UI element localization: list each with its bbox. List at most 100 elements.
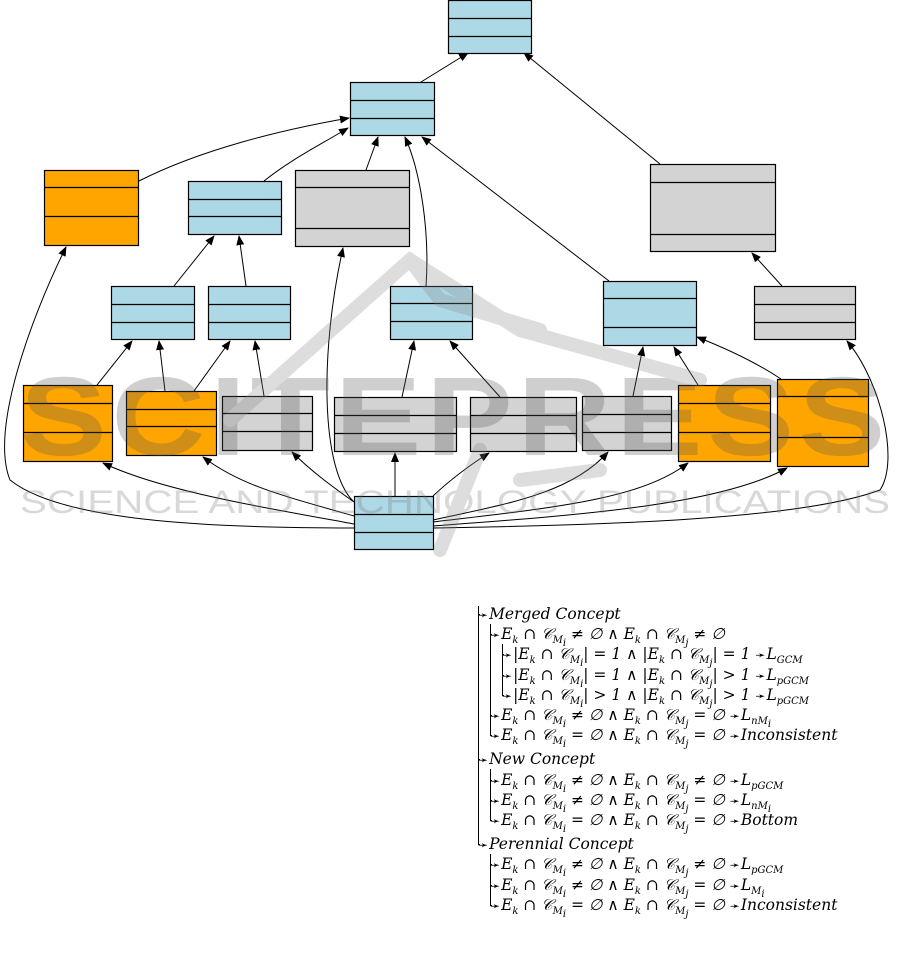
- edge-l5-to-n8: [449, 340, 501, 398]
- edge-hub-to-n4: [326, 247, 355, 503]
- concept-box: [389, 285, 474, 341]
- edge-hub-to-l5: [432, 452, 490, 497]
- edge-hub-to-n2: [4, 246, 355, 529]
- concept-node-n5: [649, 163, 777, 253]
- concept-node-n8: [389, 285, 474, 341]
- tree-branch-line: [478, 606, 479, 845]
- tree-condition: ➛Ek ∩ 𝒞Mi ≠ ∅ ∧ Ek ∩ 𝒞Mj = ∅ ➛LnMi: [490, 706, 772, 731]
- concept-box: [753, 285, 857, 341]
- tree-connector: [502, 694, 504, 696]
- concept-node-n4: [294, 169, 411, 248]
- nodes-layer: [22, 0, 870, 551]
- concept-box: [110, 285, 196, 341]
- tree-condition: ➛Ek ∩ 𝒞Mi ≠ ∅ ∧ Ek ∩ 𝒞Mj ≠ ∅ ➛LpGCM: [490, 770, 784, 795]
- watermark-shape: [223, 251, 707, 557]
- watermark-main: SCITEPRESS: [20, 354, 890, 479]
- tree-connector: [502, 654, 504, 656]
- edge-l3-to-n7: [252, 340, 265, 397]
- concept-box: [43, 169, 140, 247]
- arrow-icon: ➛: [490, 814, 501, 828]
- tree-branch-line: [490, 769, 491, 820]
- concept-box: [776, 378, 870, 468]
- concept-node-l4: [333, 396, 458, 453]
- edge-l4-to-n8: [401, 340, 417, 398]
- tree-subcondition: ➛|Ek ∩ 𝒞Mi| > 1 ∧ |Ek ∩ 𝒞Mj| > 1 ➛LpGCM: [502, 685, 810, 710]
- concept-box: [602, 280, 698, 347]
- tree-group-new-concept: ➛New Concept: [478, 750, 596, 769]
- tree-condition: ➛Ek ∩ 𝒞Mi = ∅ ∧ Ek ∩ 𝒞Mj = ∅ ➛Inconsiste…: [490, 726, 838, 751]
- tree-condition: ➛Ek ∩ 𝒞Mi = ∅ ∧ Ek ∩ 𝒞Mj = ∅ ➛Inconsiste…: [490, 895, 838, 920]
- concept-node-n6: [110, 285, 196, 341]
- tree-condition: ➛Ek ∩ 𝒞Mi ≠ ∅ ∧ Ek ∩ 𝒞Mj ≠ ∅: [490, 625, 725, 650]
- edge-hub-to-l3: [291, 451, 355, 503]
- edge-n3-to-n1: [263, 127, 349, 182]
- arrow-icon: ➛: [490, 878, 501, 893]
- tree-condition: ➛Ek ∩ 𝒞Mi ≠ ∅ ∧ Ek ∩ 𝒞Mj = ∅ ➛LMi: [490, 875, 765, 900]
- concept-node-l6: [581, 395, 673, 452]
- watermark-sub: SCIENCE AND TECHNOLOGY PUBLICATIONS: [20, 484, 890, 520]
- tree-connector: [490, 799, 492, 801]
- edge-l1-to-n6: [96, 340, 133, 386]
- arrow-icon: ➛: [502, 668, 513, 683]
- concept-box: [469, 396, 578, 453]
- tree-connector: [490, 864, 492, 866]
- tree-condition: ➛Ek ∩ 𝒞Mi = ∅ ∧ Ek ∩ 𝒞Mj = ∅ ➛Bottom: [490, 811, 799, 836]
- concept-box: [677, 384, 772, 463]
- concept-box: [353, 495, 435, 551]
- arrow-icon: ➛: [490, 628, 501, 643]
- tree-condition: ➛Ek ∩ 𝒞Mi ≠ ∅ ∧ Ek ∩ 𝒞Mj = ∅ ➛LnMi: [490, 790, 772, 815]
- tree-connector: [490, 884, 492, 886]
- tree-connector: [490, 904, 492, 906]
- arrow-icon: ➛: [502, 648, 513, 663]
- edge-l2-to-n6: [156, 340, 166, 392]
- tree-connector: [490, 735, 492, 737]
- tree-connector: [490, 779, 492, 781]
- arrow-icon: ➛: [502, 688, 513, 703]
- edge-l8-to-n9: [696, 336, 782, 380]
- edge-hub-to-l2: [202, 456, 355, 517]
- edge-n5-to-n0: [523, 52, 661, 165]
- concept-node-n2: [43, 169, 140, 247]
- concept-node-l5: [469, 396, 578, 453]
- arrow-icon: ➛: [478, 838, 489, 853]
- concept-box: [294, 169, 411, 248]
- tree-connector: [478, 844, 480, 846]
- concept-box: [22, 384, 114, 463]
- tree-group-merged-concept: ➛Merged Concept: [478, 605, 621, 623]
- tree-connector: [490, 715, 492, 716]
- tree-subcondition: ➛|Ek ∩ 𝒞Mi| = 1 ∧ |Ek ∩ 𝒞Mj| = 1 ➛LGCM: [502, 645, 803, 670]
- edges-layer: [4, 52, 889, 529]
- concept-node-n9: [602, 280, 698, 347]
- lattice-diagram: SCITEPRESS SCIENCE AND TECHNOLOGY PUBLIC…: [4, 0, 890, 557]
- arrow-icon: ➛: [490, 709, 501, 723]
- tree-branch-line: [502, 644, 503, 695]
- concept-box: [447, 0, 533, 55]
- tree-group-perennial-concept: ➛Perennial Concept: [478, 835, 634, 854]
- edge-n10-to-n5: [751, 252, 783, 287]
- concept-node-l8: [776, 378, 870, 468]
- edge-n9-to-n1: [421, 136, 610, 282]
- edge-n7-to-n3: [236, 235, 247, 287]
- concept-box: [333, 396, 458, 453]
- concept-box: [581, 395, 673, 452]
- arrow-icon: ➛: [478, 608, 489, 622]
- watermark: SCITEPRESS SCIENCE AND TECHNOLOGY PUBLIC…: [20, 251, 890, 557]
- concept-box: [125, 390, 218, 457]
- tree-branch-line: [490, 854, 491, 905]
- arrow-icon: ➛: [490, 729, 501, 744]
- edge-hub-to-l6: [432, 451, 609, 521]
- edge-l2-to-n7: [193, 340, 231, 392]
- tree-connector: [502, 674, 504, 676]
- edge-hub-to-l7: [432, 462, 689, 523]
- arrow-icon: ➛: [490, 793, 501, 808]
- tree-subcondition: ➛|Ek ∩ 𝒞Mi| = 1 ∧ |Ek ∩ 𝒞Mj| > 1 ➛LpGCM: [502, 665, 810, 690]
- tree-connector: [490, 634, 492, 636]
- edge-l7-to-n9: [673, 346, 699, 386]
- edge-hub-to-n10: [432, 340, 889, 529]
- concept-box: [349, 81, 436, 137]
- concept-node-n1: [349, 81, 436, 137]
- concept-node-hub: [353, 495, 435, 551]
- concept-node-l2: [125, 390, 218, 457]
- concept-box: [221, 395, 314, 452]
- arrow-icon: ➛: [490, 858, 501, 873]
